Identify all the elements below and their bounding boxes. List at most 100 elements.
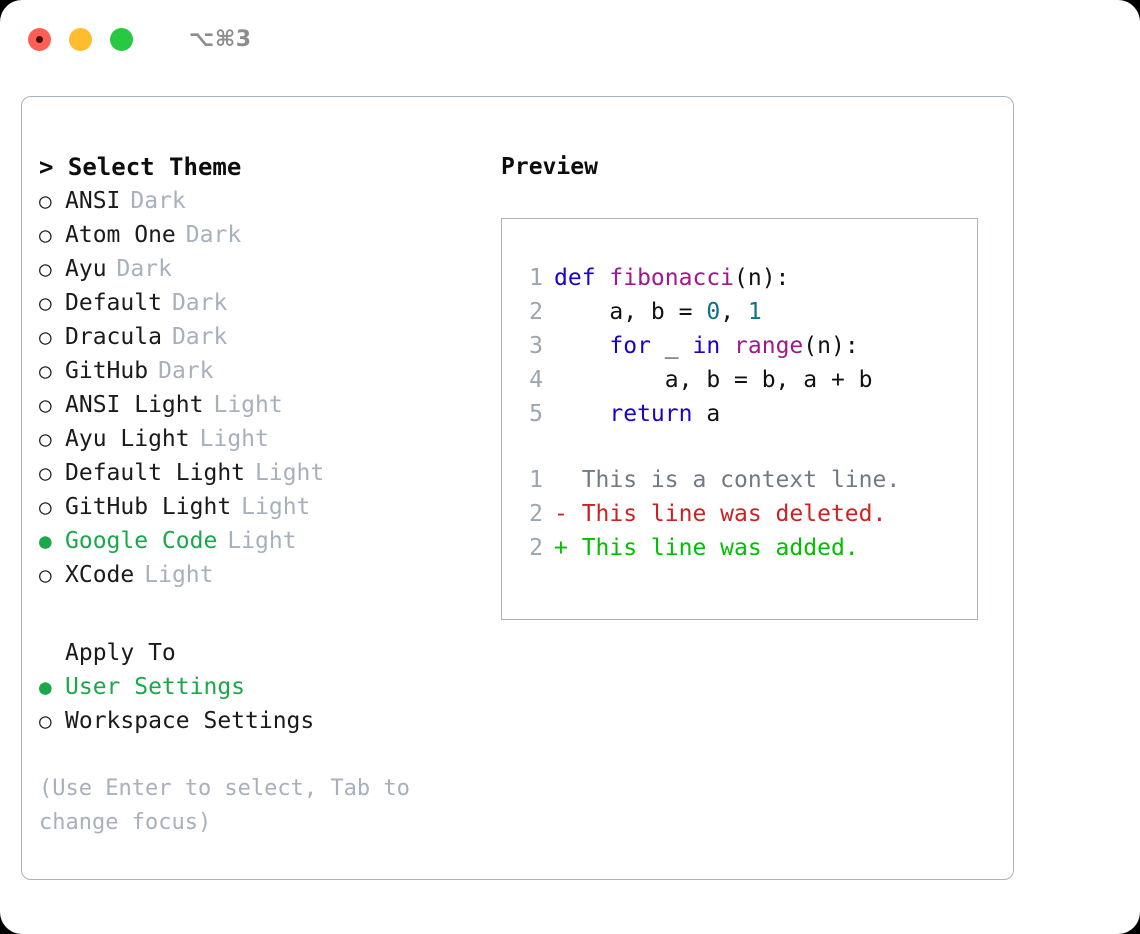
diff-line-content: This is a context line. bbox=[554, 467, 901, 493]
diff-line-number: 2 bbox=[529, 535, 543, 561]
theme-option-variant: Light bbox=[144, 562, 214, 588]
theme-option-default-light[interactable]: ○ Default Light Light bbox=[39, 456, 499, 490]
code-line-number: 4 bbox=[529, 367, 543, 393]
diff-line-ctx: 1 This is a context line. bbox=[513, 463, 971, 497]
code-line-content: a, b = b, a + b bbox=[554, 363, 873, 397]
code-token-pl bbox=[720, 333, 734, 359]
code-line-content: for _ in range(n): bbox=[554, 329, 859, 363]
code-line-content: def fibonacci(n): bbox=[554, 261, 789, 295]
close-button[interactable] bbox=[28, 27, 51, 51]
select-theme-heading: > Select Theme bbox=[39, 153, 242, 181]
theme-option-variant: Light bbox=[241, 494, 311, 520]
hint-spacer bbox=[39, 738, 499, 772]
radio-selected-icon: ● bbox=[39, 529, 52, 553]
preview-heading: Preview bbox=[501, 154, 598, 180]
theme-option-name: GitHub bbox=[65, 358, 149, 384]
theme-option-variant: Dark bbox=[116, 256, 172, 282]
theme-option-ansi-light[interactable]: ○ ANSI Light Light bbox=[39, 388, 499, 422]
diff-line-number: 1 bbox=[529, 467, 543, 493]
code-token-fn: fibonacci bbox=[609, 265, 735, 291]
radio-unselected-icon: ○ bbox=[39, 427, 52, 451]
radio-unselected-icon: ○ bbox=[39, 393, 52, 417]
code-token-pl: a, b = b, a + b bbox=[554, 367, 873, 393]
theme-option-variant: Light bbox=[255, 460, 325, 486]
diff-line-add: 2 + This line was added. bbox=[513, 531, 971, 565]
code-token-kw: in bbox=[692, 333, 721, 359]
apply-to-option-name: Workspace Settings bbox=[65, 708, 315, 734]
code-token-num: 1 bbox=[747, 299, 762, 325]
apply-to-list: ● User Settings ○ Workspace Settings bbox=[39, 670, 499, 738]
minimize-button[interactable] bbox=[69, 27, 92, 51]
traffic-light-buttons bbox=[28, 27, 133, 51]
theme-option-name: GitHub Light bbox=[65, 494, 232, 520]
section-spacer bbox=[39, 592, 499, 636]
theme-option-name: Atom One bbox=[65, 222, 176, 248]
code-line: 3 for _ in range(n): bbox=[513, 329, 971, 363]
radio-unselected-icon: ○ bbox=[39, 709, 52, 733]
theme-option-name: ANSI Light bbox=[65, 392, 204, 418]
theme-option-variant: Dark bbox=[185, 222, 242, 248]
theme-option-ayu[interactable]: ○ Ayu Dark bbox=[39, 252, 499, 286]
code-token-pl: a bbox=[692, 401, 721, 427]
diff-line-number: 2 bbox=[529, 501, 543, 527]
theme-option-name: Ayu bbox=[65, 256, 107, 282]
theme-option-name: Default bbox=[65, 290, 162, 316]
theme-option-name: XCode bbox=[65, 562, 135, 588]
keyboard-hint-text: (Use Enter to select, Tab to change focu… bbox=[39, 776, 424, 835]
theme-option-variant: Light bbox=[213, 392, 283, 418]
radio-unselected-icon: ○ bbox=[39, 495, 52, 519]
radio-unselected-icon: ○ bbox=[39, 563, 52, 587]
title-bar: ⌥⌘3 bbox=[0, 0, 1140, 78]
theme-option-name: Default Light bbox=[65, 460, 246, 486]
code-line: 4 a, b = b, a + b bbox=[513, 363, 971, 397]
diff-line-content: + This line was added. bbox=[554, 535, 859, 561]
code-line: 2 a, b = 0, 1 bbox=[513, 295, 971, 329]
theme-option-variant: Dark bbox=[158, 358, 214, 384]
theme-option-xcode[interactable]: ○ XCode Light bbox=[39, 558, 499, 592]
code-line-number: 3 bbox=[529, 333, 543, 359]
radio-unselected-icon: ○ bbox=[39, 461, 52, 485]
radio-unselected-icon: ○ bbox=[39, 223, 52, 247]
radio-unselected-icon: ○ bbox=[39, 257, 52, 281]
code-token-pl: _ bbox=[650, 333, 693, 359]
theme-option-name: Dracula bbox=[65, 324, 162, 350]
apply-to-label: Apply To bbox=[65, 640, 176, 666]
code-token-num: 0 bbox=[706, 299, 721, 325]
radio-selected-icon: ● bbox=[39, 675, 52, 699]
code-token-kw: def bbox=[554, 265, 610, 291]
code-line: 5 return a bbox=[513, 397, 971, 431]
code-diff-separator bbox=[513, 431, 971, 463]
code-line-number: 5 bbox=[529, 401, 543, 427]
theme-option-atom-one[interactable]: ○ Atom One Dark bbox=[39, 218, 499, 252]
radio-unselected-icon: ○ bbox=[39, 325, 52, 349]
maximize-button[interactable] bbox=[110, 27, 133, 51]
diff-line-content: - This line was deleted. bbox=[554, 501, 887, 527]
apply-to-option-user-settings[interactable]: ● User Settings bbox=[39, 670, 499, 704]
radio-unselected-icon: ○ bbox=[39, 291, 52, 315]
apply-to-option-workspace-settings[interactable]: ○ Workspace Settings bbox=[39, 704, 499, 738]
theme-option-github-light[interactable]: ○ GitHub Light Light bbox=[39, 490, 499, 524]
theme-option-name: ANSI bbox=[65, 188, 121, 214]
code-line-content: a, b = 0, 1 bbox=[554, 295, 762, 329]
code-token-kw: return bbox=[609, 401, 693, 427]
code-token-pl bbox=[554, 401, 609, 427]
code-line-content: return a bbox=[554, 397, 720, 431]
code-token-kw: for bbox=[609, 333, 651, 359]
apply-to-option-name: User Settings bbox=[65, 674, 246, 700]
code-token-pl: (n): bbox=[803, 333, 859, 359]
